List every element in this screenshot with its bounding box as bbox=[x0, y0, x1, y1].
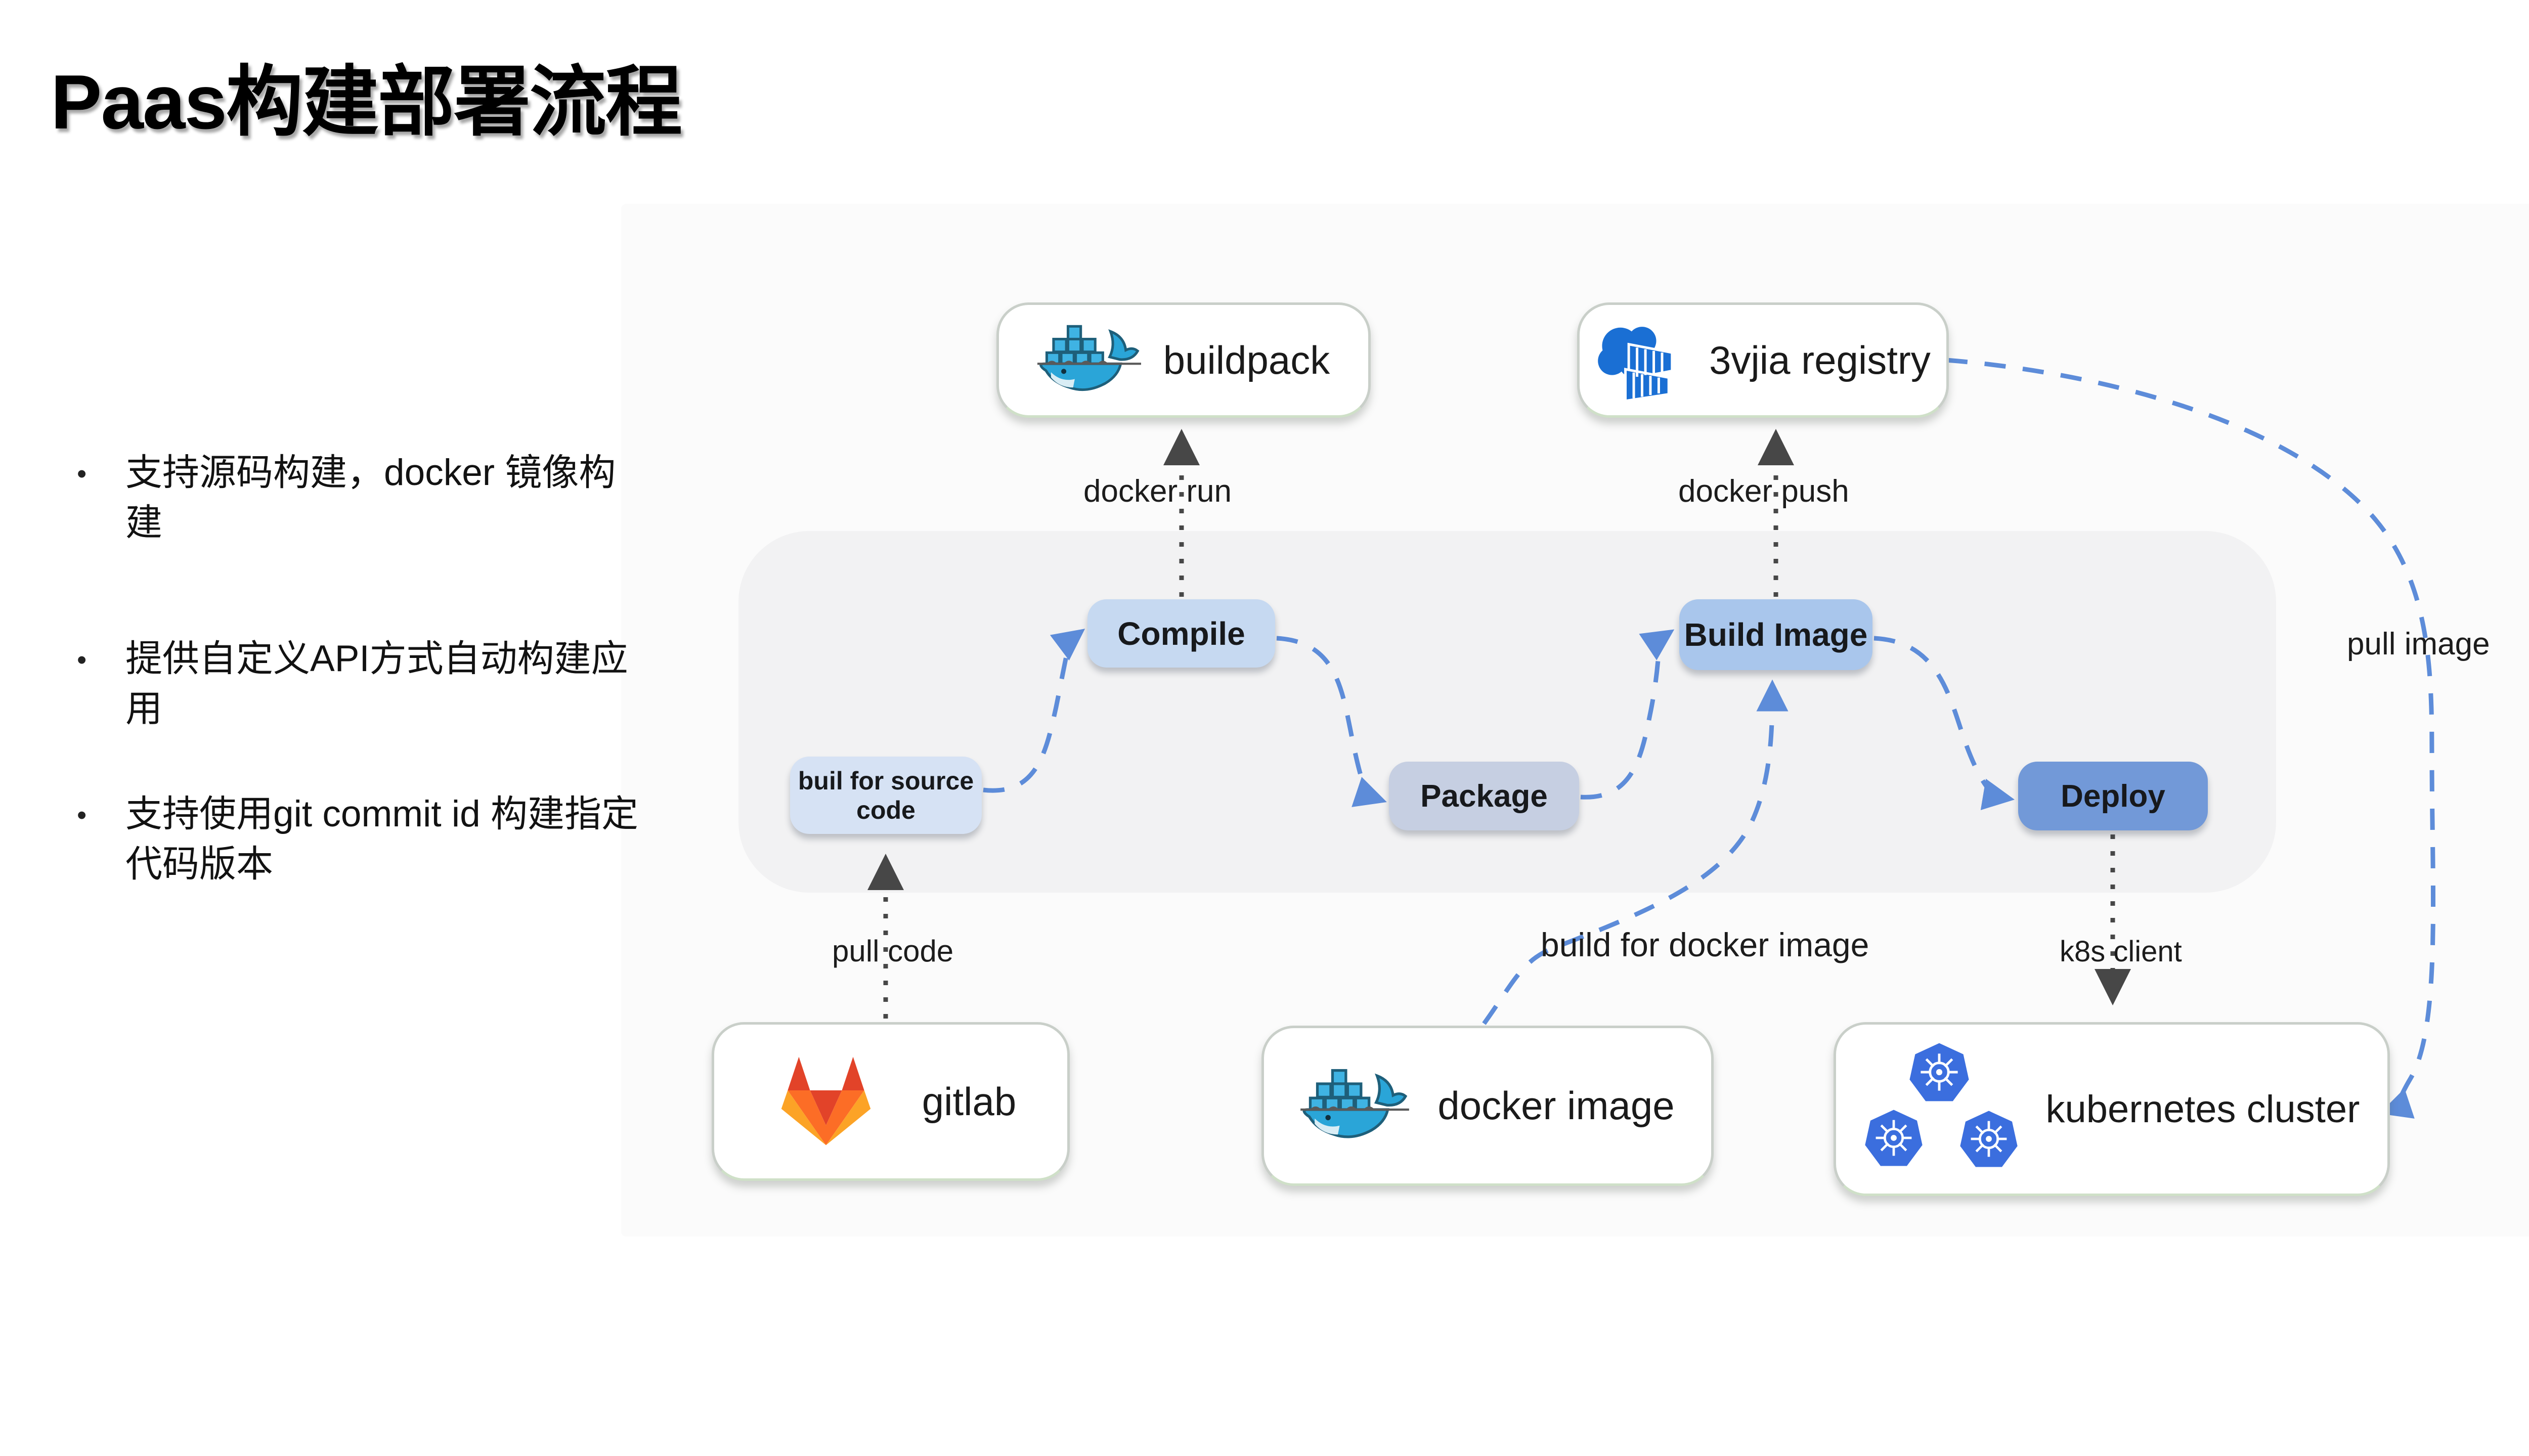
bullet-item: • 支持源码构建，docker 镜像构建 bbox=[77, 448, 623, 548]
node-registry: 3vjia registry bbox=[1577, 302, 1949, 418]
bullet-dot: • bbox=[77, 458, 87, 489]
node-gitlab: gitlab bbox=[712, 1022, 1070, 1181]
cloud-registry-icon bbox=[1595, 318, 1689, 403]
node-docker-image: docker image bbox=[1261, 1026, 1714, 1186]
kubernetes-wheel-icon bbox=[1864, 1041, 2026, 1177]
edge-label-pull-image: pull image bbox=[2347, 627, 2490, 661]
edge-label-docker-push: docker push bbox=[1678, 474, 1849, 509]
node-label: docker image bbox=[1437, 1083, 1675, 1128]
step-label: buil for source code bbox=[798, 766, 974, 824]
step-deploy: Deploy bbox=[2018, 762, 2208, 830]
step-build-image: Build Image bbox=[1679, 599, 1872, 670]
bullet-dot: • bbox=[77, 644, 87, 675]
step-label: Deploy bbox=[2061, 778, 2165, 814]
bullet-text: 支持使用git commit id 构建指定代码版本 bbox=[125, 793, 638, 885]
step-package: Package bbox=[1389, 762, 1579, 830]
edge-label-k8s-client: k8s client bbox=[2060, 935, 2182, 968]
bullet-item: • 提供自定义API方式自动构建应用 bbox=[77, 634, 638, 734]
gitlab-fox-icon bbox=[765, 1049, 887, 1154]
bullet-text: 提供自定义API方式自动构建应用 bbox=[125, 638, 628, 730]
edge-label-pull-code: pull code bbox=[832, 934, 954, 968]
node-buildpack: buildpack bbox=[996, 302, 1371, 418]
docker-whale-icon bbox=[1300, 1065, 1409, 1147]
page-title: Paas构建部署流程 bbox=[51, 59, 682, 145]
step-compile: Compile bbox=[1087, 599, 1275, 668]
node-label: buildpack bbox=[1163, 337, 1330, 382]
node-kubernetes: kubernetes cluster bbox=[1834, 1022, 2390, 1196]
bullet-text: 支持源码构建，docker 镜像构建 bbox=[125, 452, 616, 544]
step-label: Build Image bbox=[1684, 616, 1868, 653]
node-label: kubernetes cluster bbox=[2045, 1087, 2360, 1131]
step-label: Compile bbox=[1117, 615, 1245, 652]
edge-label-build-for-docker-image: build for docker image bbox=[1541, 926, 1869, 963]
bullet-dot: • bbox=[77, 799, 87, 830]
docker-whale-icon bbox=[1037, 321, 1141, 400]
step-build-source: buil for source code bbox=[790, 757, 982, 834]
step-label: Package bbox=[1420, 778, 1548, 814]
node-label: 3vjia registry bbox=[1709, 337, 1931, 382]
edge-label-docker-run: docker run bbox=[1083, 474, 1232, 509]
node-label: gitlab bbox=[922, 1079, 1017, 1124]
pipeline-band bbox=[738, 531, 2276, 893]
bullet-item: • 支持使用git commit id 构建指定代码版本 bbox=[77, 789, 638, 890]
